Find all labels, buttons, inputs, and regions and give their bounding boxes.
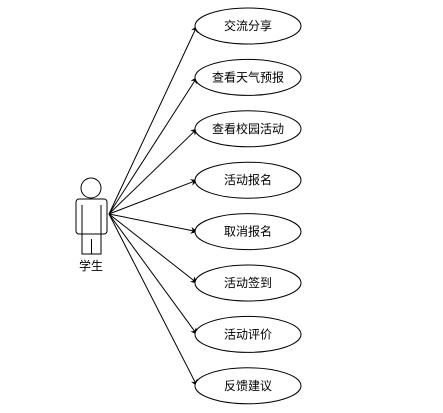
use-case-ellipse [194, 367, 302, 405]
association-line [108, 76, 198, 215]
use-case-ellipse [194, 315, 302, 353]
association-line [108, 179, 198, 215]
use-case-label: 交流分享 [224, 18, 272, 33]
association-line [108, 128, 198, 215]
association-line [108, 25, 198, 215]
use-case[interactable]: 交流分享 [194, 7, 302, 45]
actor-student[interactable]: 学生 [75, 177, 108, 273]
association-line [108, 213, 198, 335]
association-line [108, 213, 198, 387]
use-case-label: 活动签到 [224, 275, 272, 290]
use-case[interactable]: 查看天气预报 [194, 58, 302, 96]
use-case[interactable]: 取消报名 [194, 213, 302, 251]
association-line [108, 213, 198, 284]
actor-label: 学生 [79, 258, 103, 273]
use-case-label: 查看天气预报 [212, 69, 284, 84]
association-lines [108, 25, 198, 387]
use-case-label: 查看校园活动 [212, 121, 284, 136]
association-line [108, 213, 198, 234]
use-case[interactable]: 活动签到 [194, 264, 302, 302]
use-case-ellipse [194, 264, 302, 302]
actor-head [80, 177, 102, 199]
use-case-ellipse [194, 7, 302, 45]
use-case[interactable]: 查看校园活动 [194, 110, 302, 148]
use-case-ellipse [194, 110, 302, 148]
use-case-ellipse [194, 213, 302, 251]
use-case[interactable]: 活动评价 [194, 315, 302, 353]
use-case[interactable]: 反馈建议 [194, 367, 302, 405]
use-case-label: 取消报名 [224, 224, 272, 239]
use-case-ellipse [194, 161, 302, 199]
use-case-label: 活动报名 [224, 172, 272, 187]
use-case-label: 反馈建议 [224, 379, 272, 393]
use-case[interactable]: 活动报名 [194, 161, 302, 199]
use-case-label: 活动评价 [224, 327, 272, 341]
actor-body [75, 198, 108, 235]
use-case-ellipse [194, 58, 302, 96]
